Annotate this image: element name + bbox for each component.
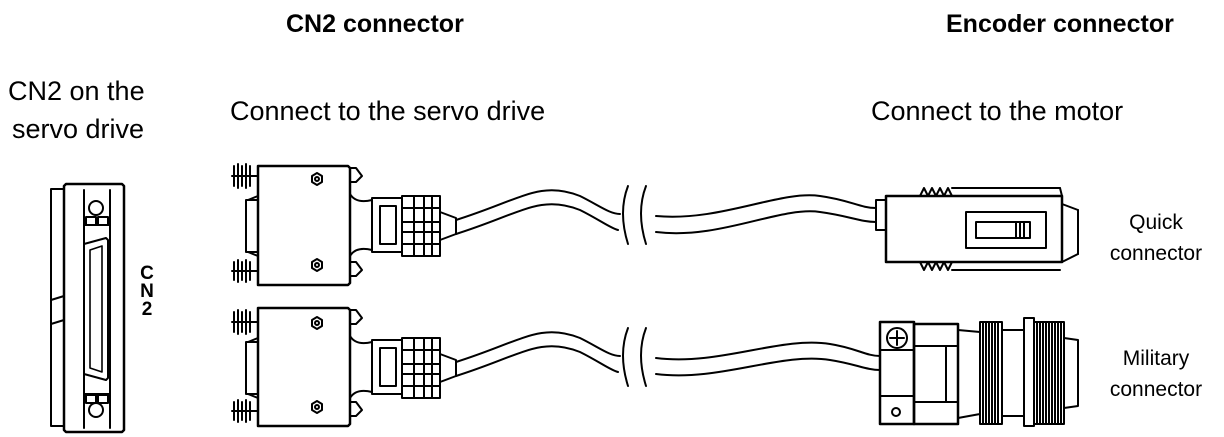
cn2-on-drive-label-line2: servo drive <box>12 114 145 144</box>
connect-servo-drive-label: Connect to the servo drive <box>230 96 546 126</box>
cn2-letter-2: 2 <box>141 299 153 320</box>
cn2-connector-header: CN2 connector <box>286 10 464 38</box>
upper-cable <box>455 185 877 245</box>
lower-cn2-plug <box>231 306 457 428</box>
quick-label-line1: Quick <box>1129 211 1183 234</box>
cn2-letter-n: N <box>140 281 154 302</box>
cn2-letter-c: C <box>140 263 154 284</box>
military-connector-label: Military connector <box>1092 343 1220 405</box>
encoder-connector-header: Encoder connector <box>946 10 1174 38</box>
military-label-line1: Military <box>1122 347 1190 370</box>
quick-label-line2: connector <box>1109 242 1203 265</box>
quick-connector-label: Quick connector <box>1092 207 1220 269</box>
quick-connector <box>875 187 1079 271</box>
lower-cable <box>455 327 881 387</box>
connect-motor-label: Connect to the motor <box>871 96 1124 126</box>
military-connector <box>878 317 1079 427</box>
upper-cn2-plug <box>231 163 457 287</box>
cn2-port-on-drive <box>50 182 126 434</box>
cn2-on-drive-label-line1: CN2 on the <box>8 76 145 106</box>
military-label-line2: connector <box>1109 378 1203 401</box>
cn2-port-marking: C N 2 <box>136 263 158 320</box>
